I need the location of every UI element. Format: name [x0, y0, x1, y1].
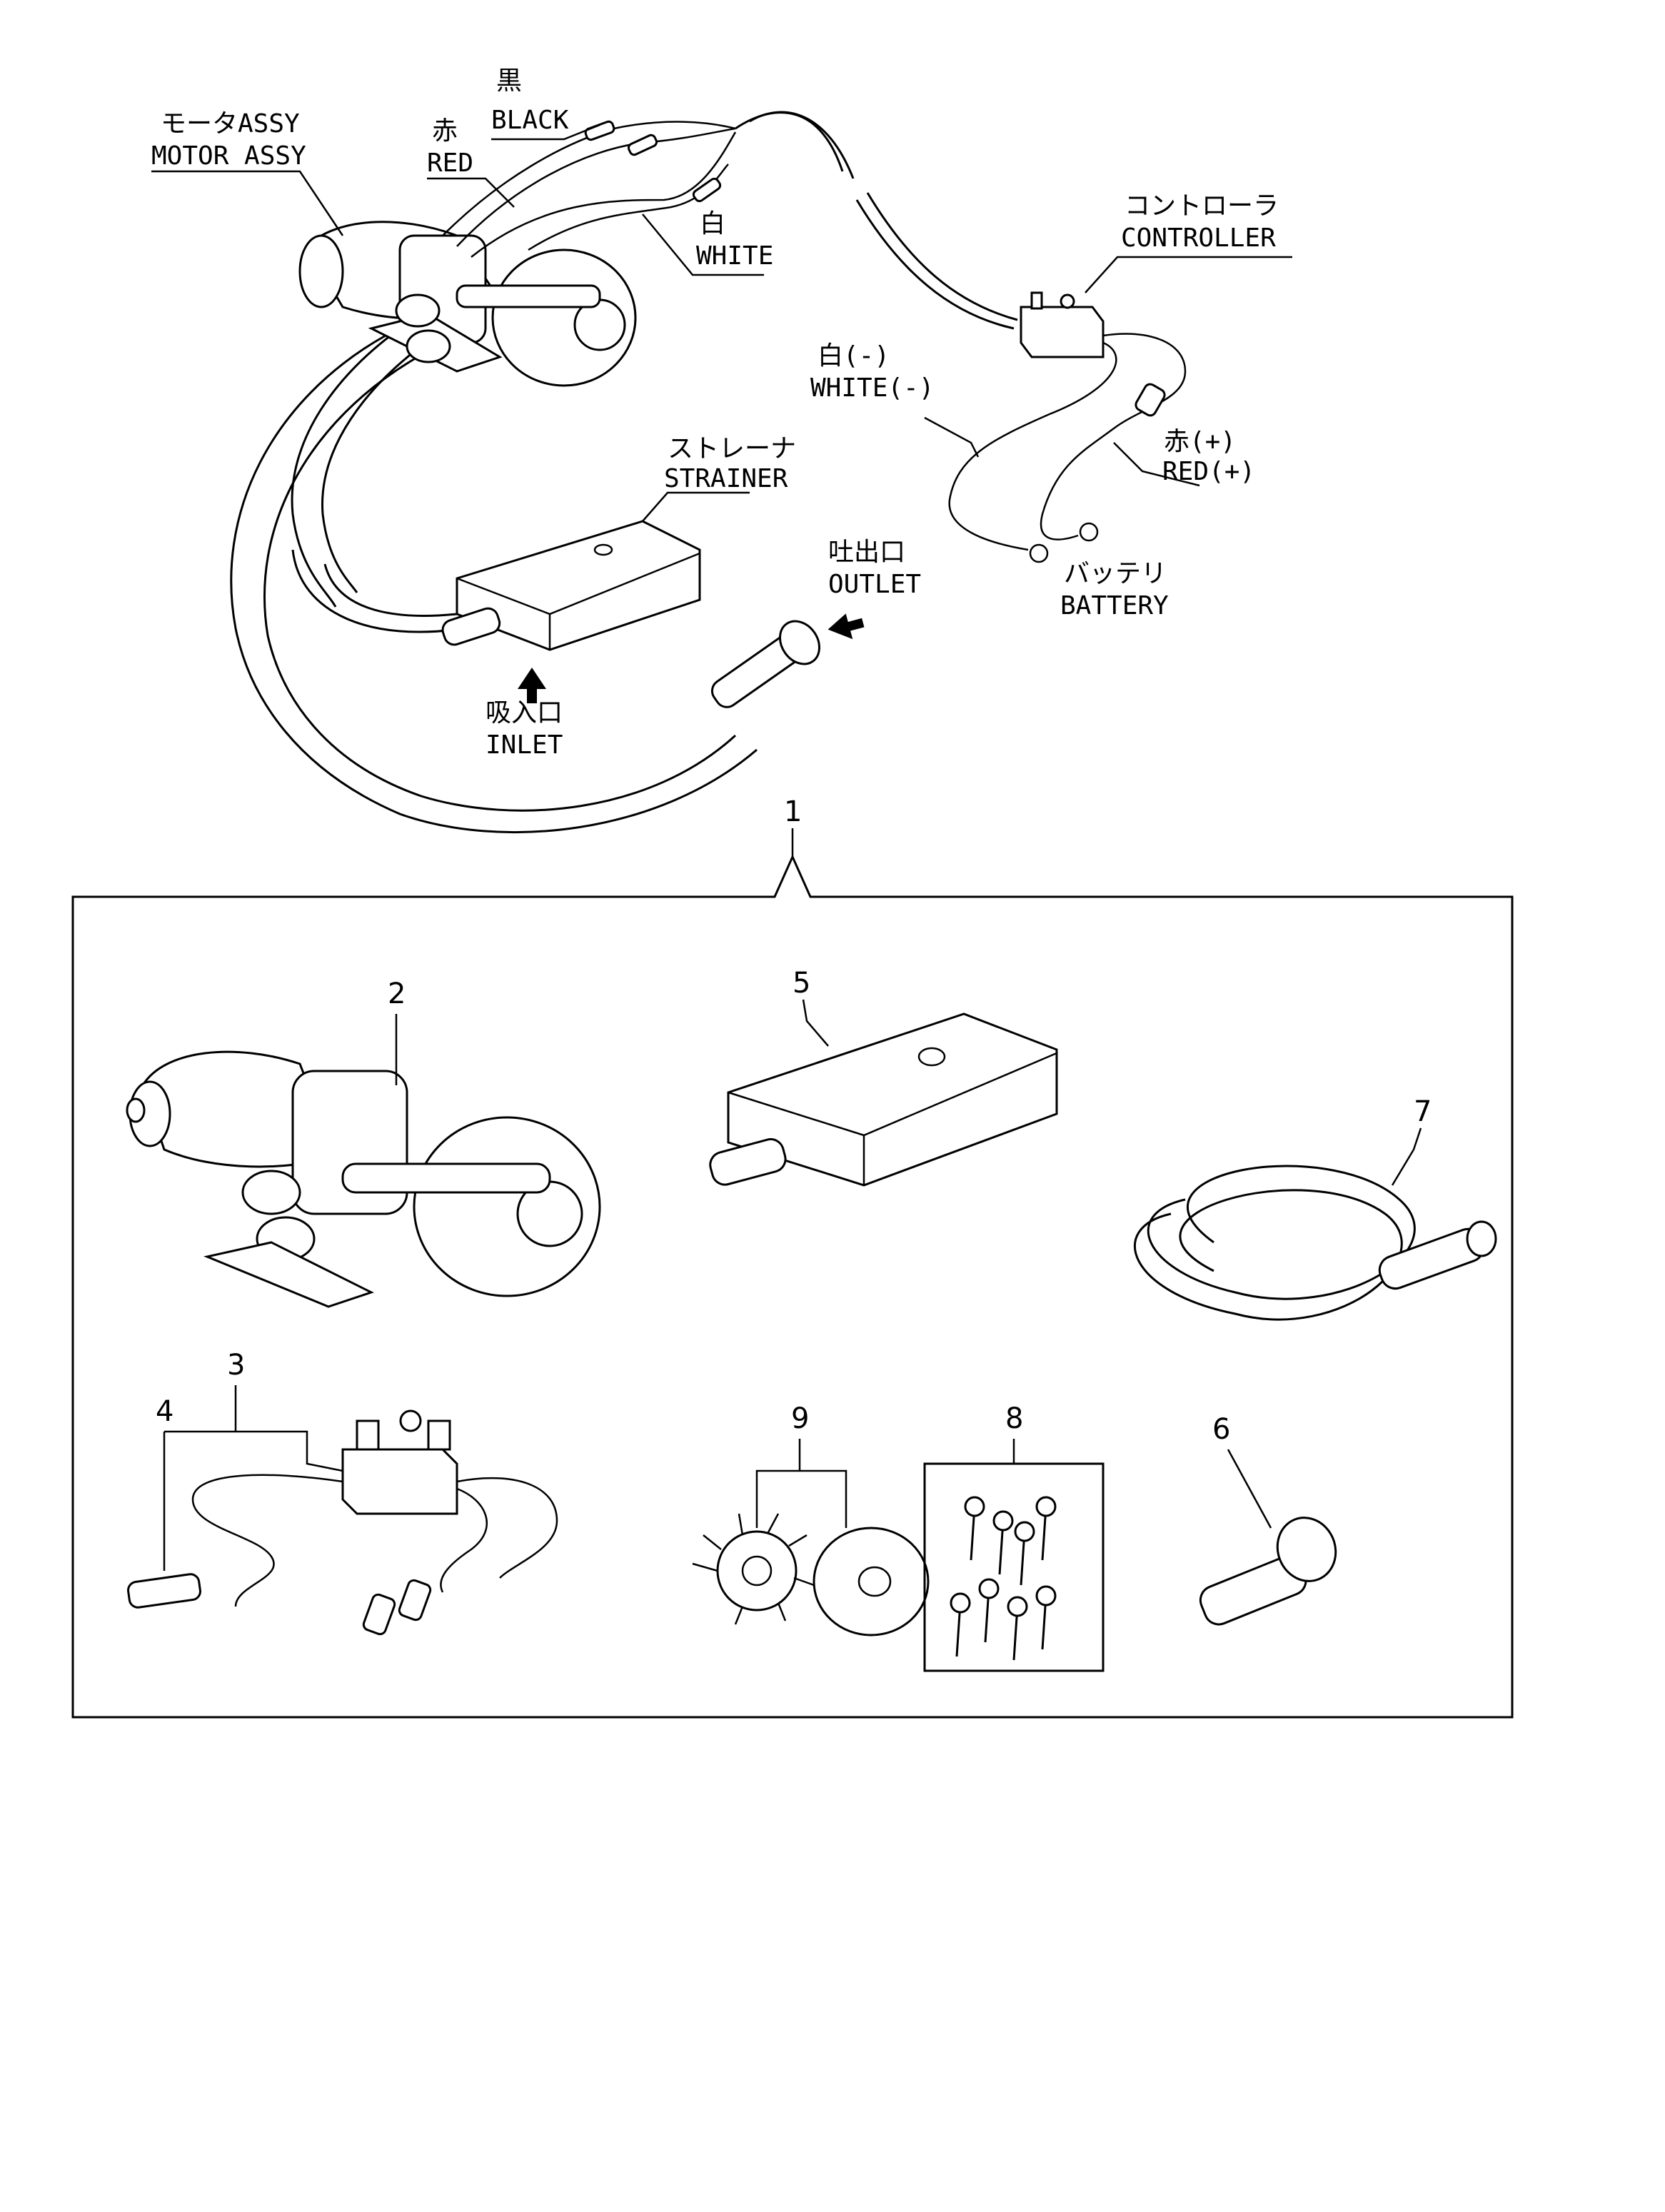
kit-controller: 3 — [164, 1349, 558, 1636]
motor-wires — [442, 111, 1018, 330]
strainer — [441, 520, 701, 651]
outlet-hose — [230, 334, 758, 834]
callout-9: 9 — [791, 1402, 809, 1435]
label-strainer-jp: ストレーナ — [668, 434, 796, 463]
label-motor-assy-jp: モータASSY — [161, 109, 300, 139]
label-red-en: RED — [427, 149, 473, 178]
callout-3: 3 — [227, 1349, 245, 1382]
label-battery-jp: バッテリ — [1064, 559, 1167, 588]
label-white-minus-en: WHITE(-) — [810, 373, 934, 403]
top-assembly: モータASSY MOTOR ASSY 黒 BLACK 赤 RED 白 WHITE… — [151, 66, 1292, 834]
label-battery-en: BATTERY — [1060, 591, 1169, 620]
inlet-hose — [291, 320, 411, 608]
outlet-arrow — [828, 613, 865, 640]
kit-outlet-fitting: 6 — [1199, 1413, 1337, 1626]
label-red-plus-jp: 赤(+) — [1164, 427, 1236, 456]
label-outlet-en: OUTLET — [828, 570, 921, 599]
label-controller-jp: コントローラ — [1125, 191, 1279, 221]
battery-terminal-negative — [1029, 543, 1049, 563]
controller — [948, 291, 1187, 563]
label-inlet-jp: 吸入口 — [486, 698, 563, 728]
label-red-plus-en: RED(+) — [1162, 457, 1255, 486]
kit-box: 1 2 5 — [71, 795, 1514, 1719]
label-outlet-jp: 吐出口 — [828, 538, 905, 567]
label-black-en: BLACK — [491, 106, 569, 135]
callout-1: 1 — [784, 795, 802, 828]
inlet-arrow — [518, 668, 546, 703]
kit-hose: 7 — [1133, 1095, 1497, 1321]
callout-6: 6 — [1212, 1413, 1230, 1446]
label-white-jp: 白 — [700, 209, 725, 238]
callout-5: 5 — [793, 967, 810, 1000]
label-white-minus-jp: 白(-) — [818, 341, 890, 371]
callout-4: 4 — [156, 1395, 173, 1428]
kit-fuse: 4 — [127, 1395, 201, 1609]
motor-assy — [298, 221, 637, 387]
leader-lines-top — [151, 124, 1292, 522]
label-controller-en: CONTROLLER — [1121, 223, 1276, 253]
label-inlet-en: INLET — [486, 730, 563, 760]
kit-screws: 8 — [923, 1402, 1105, 1672]
label-black-jp: 黒 — [496, 66, 522, 96]
label-strainer-en: STRAINER — [664, 464, 788, 493]
battery-terminal-positive — [1079, 522, 1099, 542]
screw-set — [950, 1496, 1057, 1661]
callout-7: 7 — [1414, 1095, 1432, 1128]
callout-2: 2 — [388, 977, 406, 1010]
kit-motor: 2 — [126, 977, 601, 1308]
callout-8: 8 — [1005, 1402, 1023, 1435]
label-white-en: WHITE — [696, 241, 773, 271]
kit-impeller: 9 — [692, 1402, 930, 1637]
outlet-fitting — [710, 620, 821, 708]
label-red-jp: 赤 — [432, 116, 458, 146]
kit-strainer: 5 — [709, 967, 1058, 1187]
label-motor-assy-en: MOTOR ASSY — [151, 141, 306, 171]
